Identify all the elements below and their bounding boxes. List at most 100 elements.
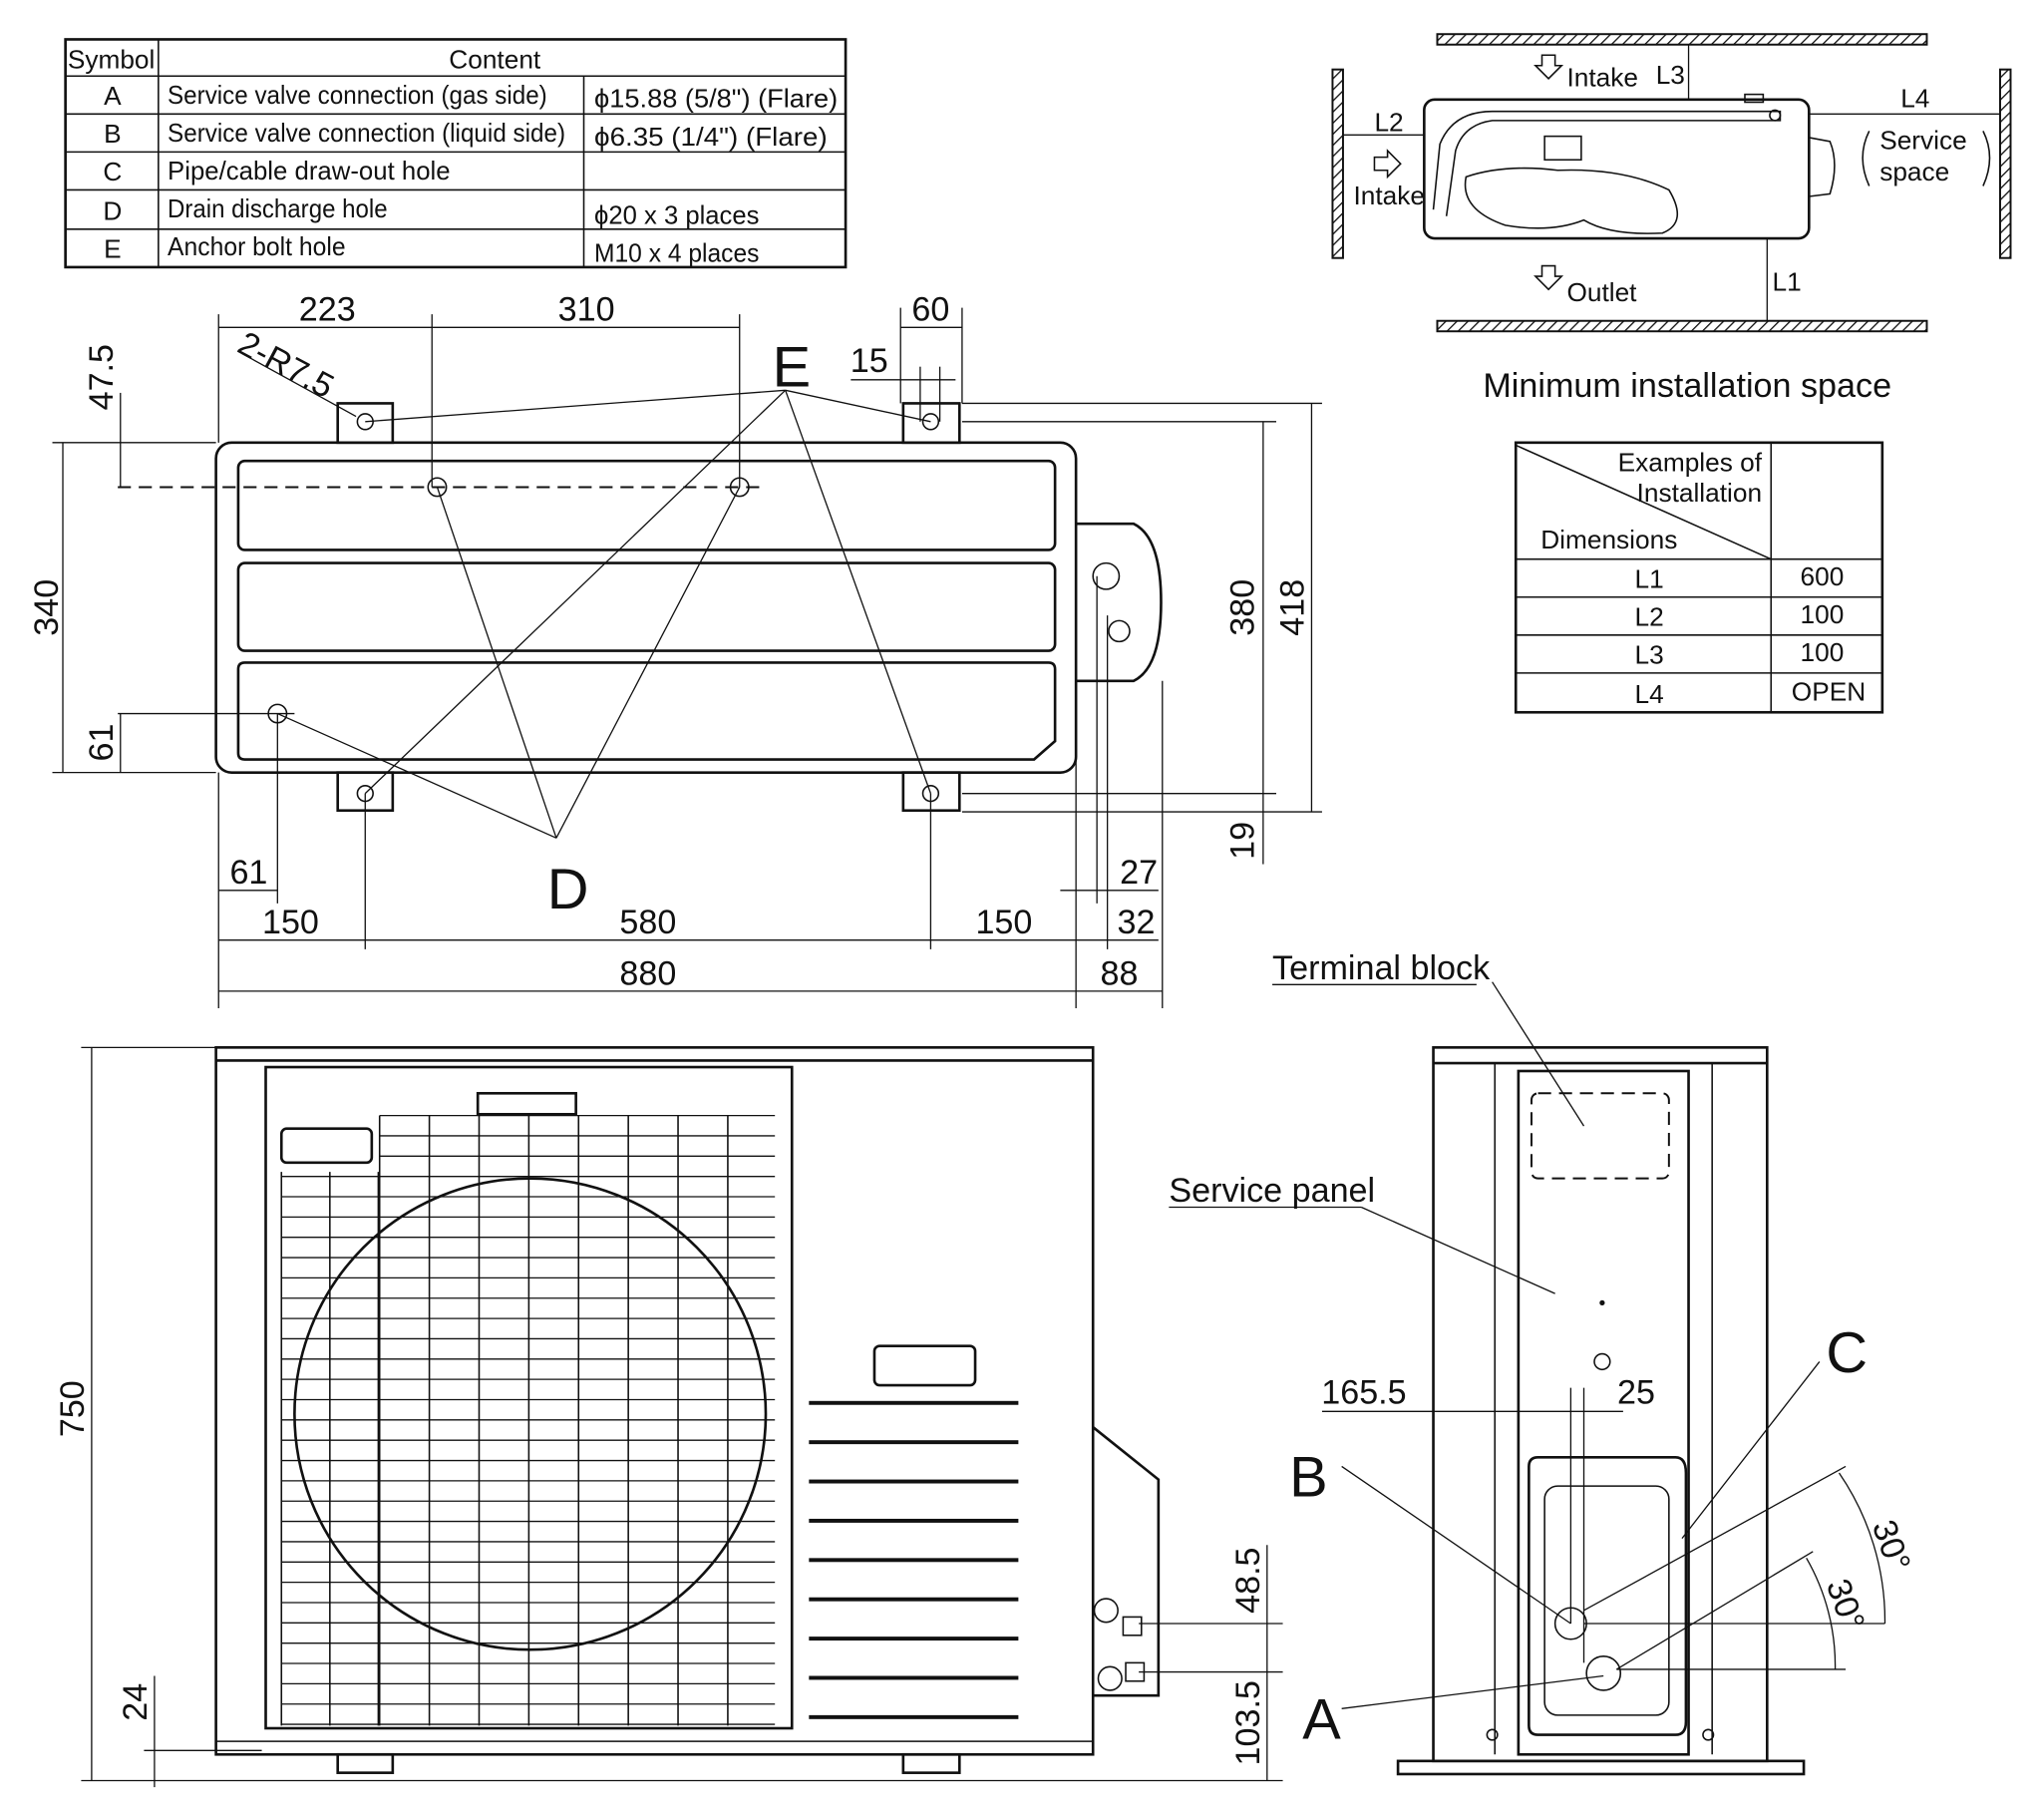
dim-340: 340 xyxy=(28,579,66,636)
header-symbol: Symbol xyxy=(68,44,156,74)
intake-left-label: Intake xyxy=(1353,181,1425,210)
dim-24: 24 xyxy=(117,1683,155,1721)
dim-223: 223 xyxy=(299,291,356,329)
row-value: OPEN xyxy=(1792,676,1866,706)
row-dim: L2 xyxy=(1635,602,1664,632)
arrow-down-icon xyxy=(1533,264,1564,291)
dim-580: 580 xyxy=(619,904,676,941)
louver xyxy=(809,1400,1019,1405)
fan-grille xyxy=(280,1114,776,1726)
dim-880: 880 xyxy=(619,954,676,992)
louver xyxy=(809,1675,1019,1680)
dim-380: 380 xyxy=(1224,579,1262,636)
angle-30-lower: 30° xyxy=(1819,1574,1872,1635)
top-view: E D 223 310 60 15 2-R7.5 340 47.5 61 xyxy=(28,291,1322,1008)
dim-2-r7-5: 2-R7.5 xyxy=(232,324,340,406)
dim-32: 32 xyxy=(1118,904,1156,941)
louver xyxy=(809,1440,1019,1445)
row-value: 600 xyxy=(1801,561,1845,591)
outlet-label: Outlet xyxy=(1566,277,1637,307)
header-examples: Installation xyxy=(1637,478,1763,508)
l4-label: L4 xyxy=(1900,84,1929,114)
louver xyxy=(809,1558,1019,1563)
fan-guard-circle xyxy=(293,1177,768,1651)
fan-motor xyxy=(1543,135,1582,162)
dim-61-left: 61 xyxy=(83,723,121,761)
l3-label: L3 xyxy=(1656,60,1685,90)
row-symbol: E xyxy=(104,234,122,264)
pipe-cable-hole xyxy=(1528,1455,1688,1736)
bracket-close xyxy=(1982,131,1991,186)
installation-space-diagram: Intake Intake Outlet L3 L2 L4 Service sp… xyxy=(1331,33,2012,405)
louver xyxy=(809,1479,1019,1484)
dim-165-5: 165.5 xyxy=(1321,1373,1406,1411)
dim-27: 27 xyxy=(1120,854,1158,892)
dim-60: 60 xyxy=(911,291,949,329)
anchor-hole xyxy=(921,413,940,431)
louver xyxy=(809,1637,1019,1641)
dim-150-a: 150 xyxy=(262,904,319,941)
wall-bottom xyxy=(1436,319,1928,333)
service-panel-label: Service panel xyxy=(1169,1172,1375,1210)
service-space-label: space xyxy=(1879,157,1949,186)
drain-hole xyxy=(427,477,448,498)
l1-label: L1 xyxy=(1773,267,1802,297)
row-dim: L3 xyxy=(1635,640,1664,670)
label-c: C xyxy=(1826,1321,1868,1385)
service-space-label: Service xyxy=(1879,126,1967,156)
side-view: Terminal block Service panel 165.5 25 B … xyxy=(1169,949,1917,1776)
row-content: Pipe/cable draw-out hole xyxy=(168,156,451,185)
front-view: 750 24 48.5 103.5 xyxy=(54,1046,1283,1788)
row-symbol: D xyxy=(103,196,122,226)
row-symbol: B xyxy=(104,119,122,149)
row-content: Service valve connection (gas side) xyxy=(168,80,547,110)
terminal-block-label: Terminal block xyxy=(1272,949,1491,987)
installation-table: Examples of Installation Dimensions L1 6… xyxy=(1514,441,1884,714)
dim-150-b: 150 xyxy=(975,904,1032,941)
dim-750: 750 xyxy=(54,1380,92,1437)
louver xyxy=(809,1714,1019,1719)
bracket-open xyxy=(1862,131,1871,186)
louver xyxy=(809,1597,1019,1602)
wall-right xyxy=(1999,68,2012,259)
label-a: A xyxy=(1302,1688,1341,1752)
wall-left xyxy=(1331,68,1344,259)
dim-19: 19 xyxy=(1224,822,1262,860)
intake-top-label: Intake xyxy=(1566,63,1638,93)
header-dimensions: Dimensions xyxy=(1540,525,1677,554)
label-e: E xyxy=(773,335,812,399)
dim-418: 418 xyxy=(1274,579,1312,636)
dim-15: 15 xyxy=(851,342,888,380)
row-symbol: A xyxy=(104,81,122,111)
row-spec: ϕ6.35 (1/4") (Flare) xyxy=(594,122,828,152)
row-content: Drain discharge hole xyxy=(168,193,388,223)
dim-88: 88 xyxy=(1100,954,1138,992)
row-content: Service valve connection (liquid side) xyxy=(168,118,565,148)
row-spec: M10 x 4 places xyxy=(594,238,759,268)
dim-48-5: 48.5 xyxy=(1229,1547,1267,1613)
label-d: D xyxy=(547,858,589,921)
symbol-table: Symbol Content A Service valve connectio… xyxy=(64,38,848,269)
unit-outline-top xyxy=(1423,98,1811,240)
installation-space-title: Minimum installation space xyxy=(1483,367,1891,405)
handle xyxy=(872,1344,977,1387)
wall-top xyxy=(1436,33,1928,46)
terminal-block-outline xyxy=(1531,1092,1670,1180)
row-value: 100 xyxy=(1801,599,1845,629)
dim-25: 25 xyxy=(1617,1373,1655,1411)
row-dim: L4 xyxy=(1635,679,1664,709)
row-spec: ϕ15.88 (5/8") (Flare) xyxy=(594,84,838,114)
dim-47-5: 47.5 xyxy=(83,344,121,410)
label-b: B xyxy=(1289,1446,1328,1510)
header-examples: Examples of xyxy=(1618,448,1763,478)
arrow-down-icon xyxy=(1533,54,1564,80)
row-symbol: C xyxy=(103,157,122,186)
dim-103-5: 103.5 xyxy=(1229,1680,1267,1765)
dim-310: 310 xyxy=(558,291,615,329)
arrow-right-icon xyxy=(1373,149,1402,180)
louver xyxy=(809,1518,1019,1523)
fan-blades xyxy=(1464,167,1678,234)
header-content: Content xyxy=(449,44,541,74)
l2-label: L2 xyxy=(1374,107,1403,137)
